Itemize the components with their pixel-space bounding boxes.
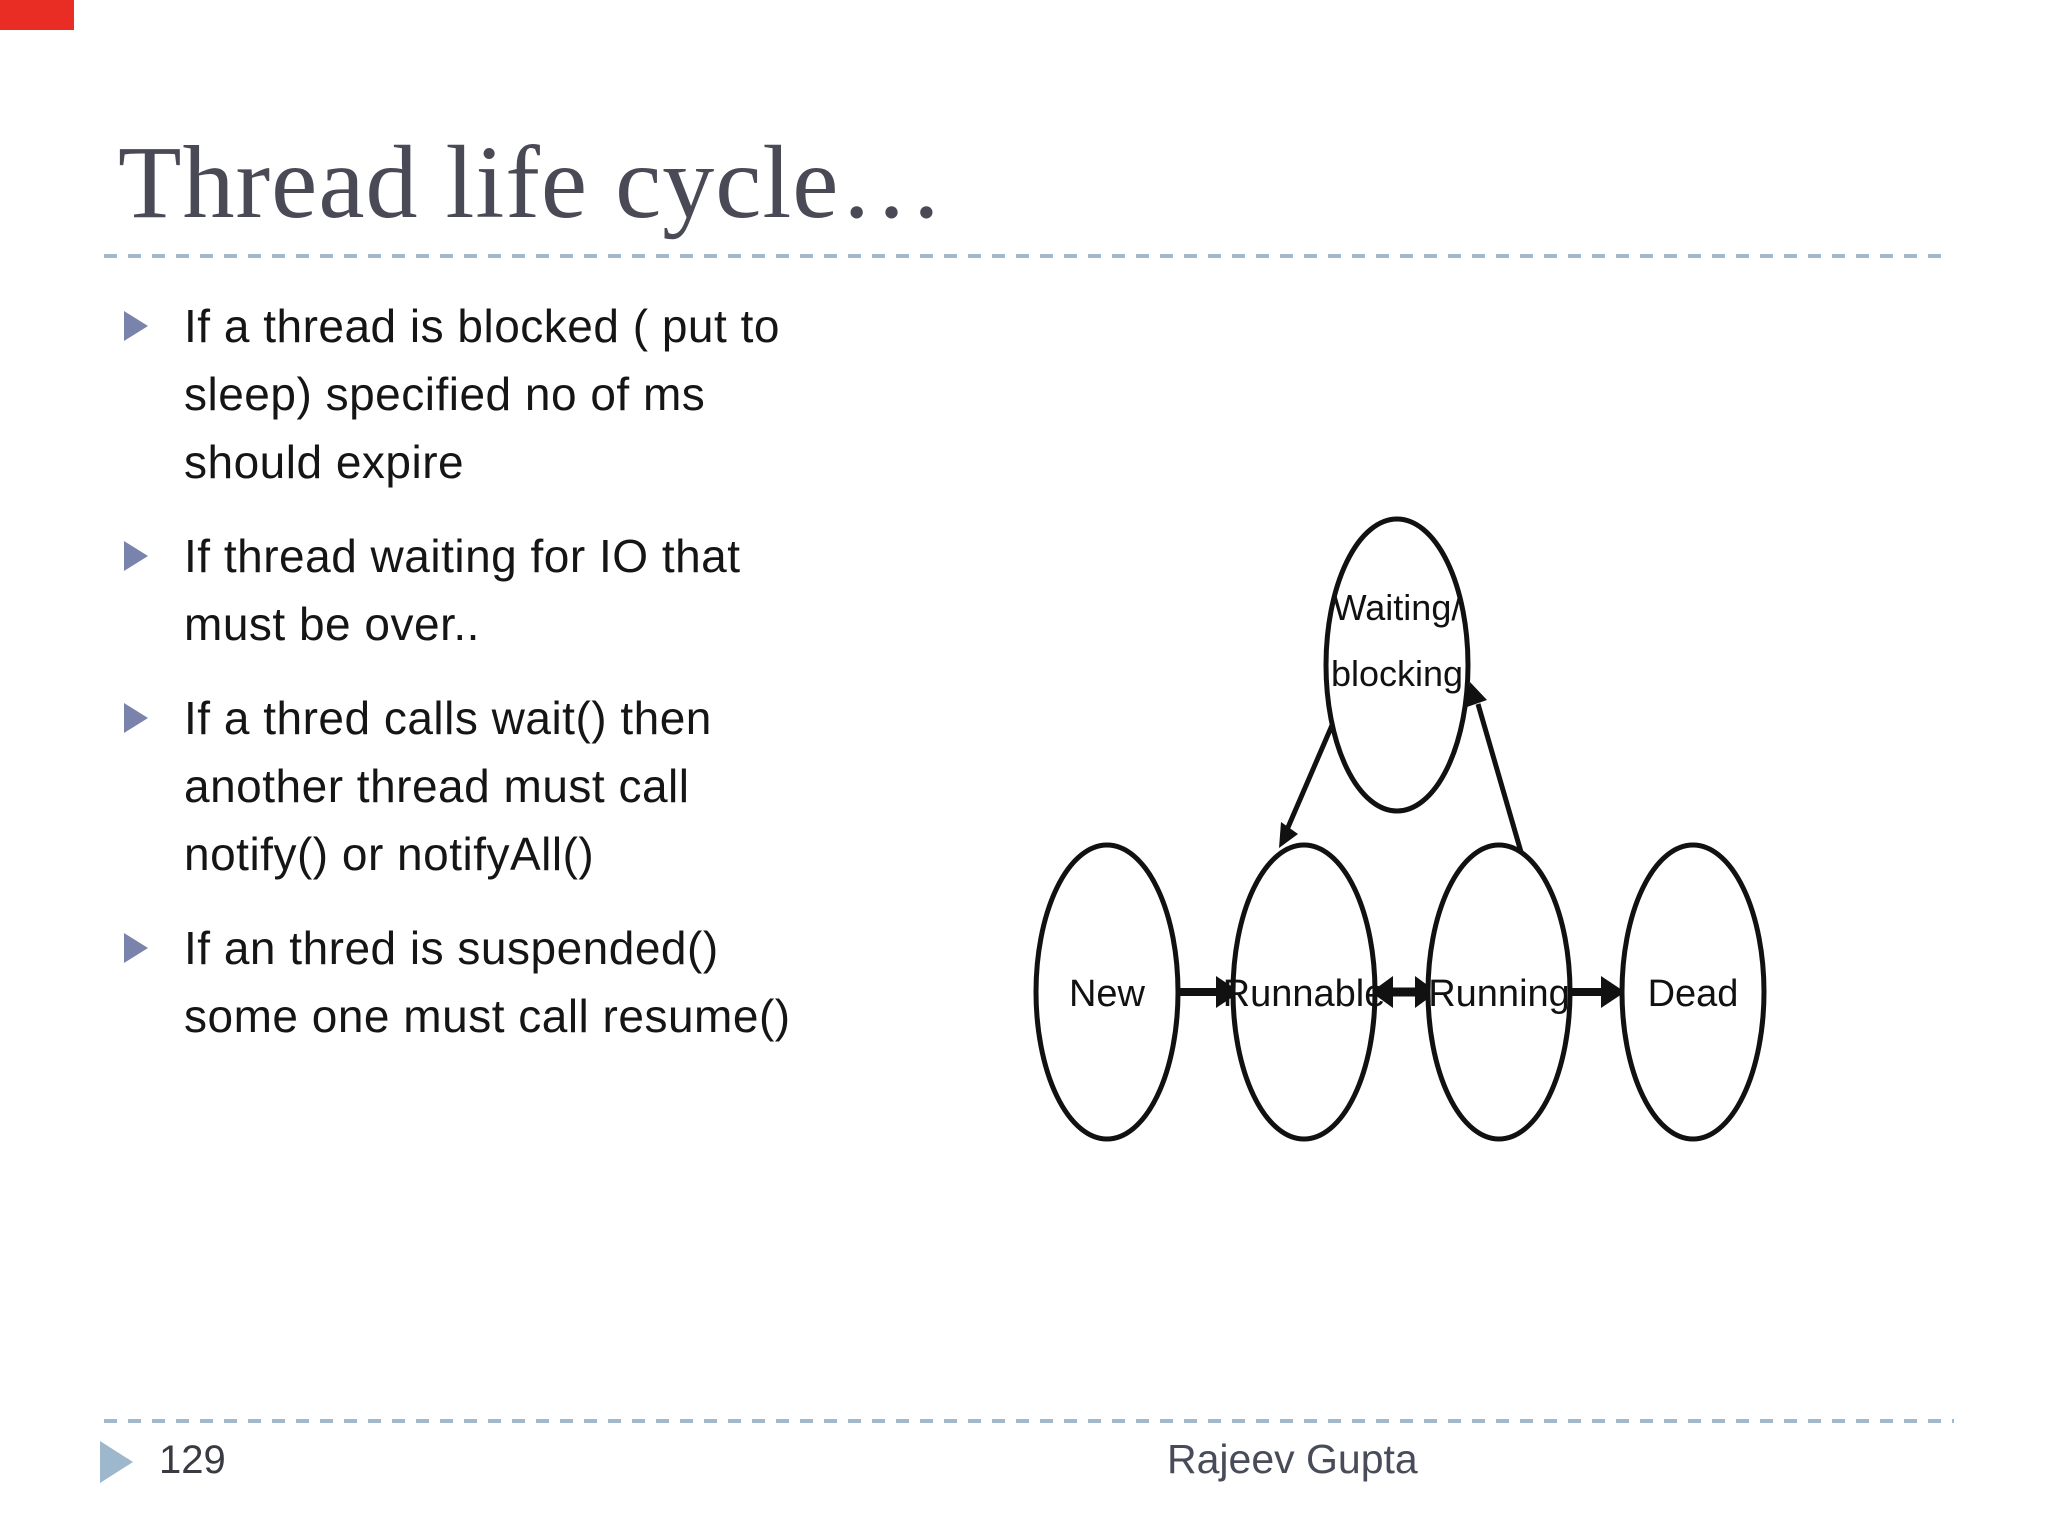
state-label: Waiting/	[1333, 587, 1462, 628]
title-divider	[104, 254, 1950, 258]
state-runnable: Runnable	[1223, 842, 1386, 1142]
transition-new-to-runnable	[1180, 976, 1240, 1008]
bullet-text: If thread waiting for IO that must be ov…	[184, 530, 741, 650]
red-corner-marker	[0, 0, 74, 30]
list-item: If an thred is suspended() some one must…	[120, 914, 940, 1050]
transition-running-to-waiting	[1467, 682, 1524, 853]
thread-state-diagram: Waiting/ blocking New Runnable Running D…	[1033, 516, 1767, 1142]
state-dead: Dead	[1619, 842, 1767, 1142]
bullet-triangle-icon	[124, 703, 148, 733]
state-new: New	[1033, 842, 1181, 1142]
bullet-triangle-icon	[124, 311, 148, 341]
bullet-text: If a thread is blocked ( put to sleep) s…	[184, 300, 780, 488]
bullet-list: If a thread is blocked ( put to sleep) s…	[120, 292, 940, 1076]
state-running: Running	[1425, 842, 1573, 1142]
footer-triangle-icon	[100, 1441, 133, 1483]
bullet-triangle-icon	[124, 541, 148, 571]
state-label: Dead	[1648, 973, 1739, 1015]
transition-waiting-to-runnable	[1279, 722, 1336, 848]
list-item: If thread waiting for IO that must be ov…	[120, 522, 940, 658]
bullet-text: If an thred is suspended() some one must…	[184, 922, 791, 1042]
state-label: blocking	[1331, 653, 1463, 694]
bullet-text: If a thred calls wait() then another thr…	[184, 692, 712, 880]
state-waiting-blocking: Waiting/ blocking	[1323, 516, 1471, 814]
state-label: New	[1069, 973, 1146, 1015]
list-item: If a thread is blocked ( put to sleep) s…	[120, 292, 940, 496]
footer-divider	[104, 1419, 1954, 1423]
slide-title: Thread life cycle…	[118, 125, 945, 240]
state-label: Running	[1428, 973, 1570, 1015]
footer-author: Rajeev Gupta	[1167, 1436, 1418, 1482]
page-number: 129	[159, 1438, 226, 1482]
bullet-triangle-icon	[124, 933, 148, 963]
state-label: Runnable	[1223, 973, 1386, 1015]
list-item: If a thred calls wait() then another thr…	[120, 684, 940, 888]
transition-running-to-dead	[1572, 976, 1625, 1008]
